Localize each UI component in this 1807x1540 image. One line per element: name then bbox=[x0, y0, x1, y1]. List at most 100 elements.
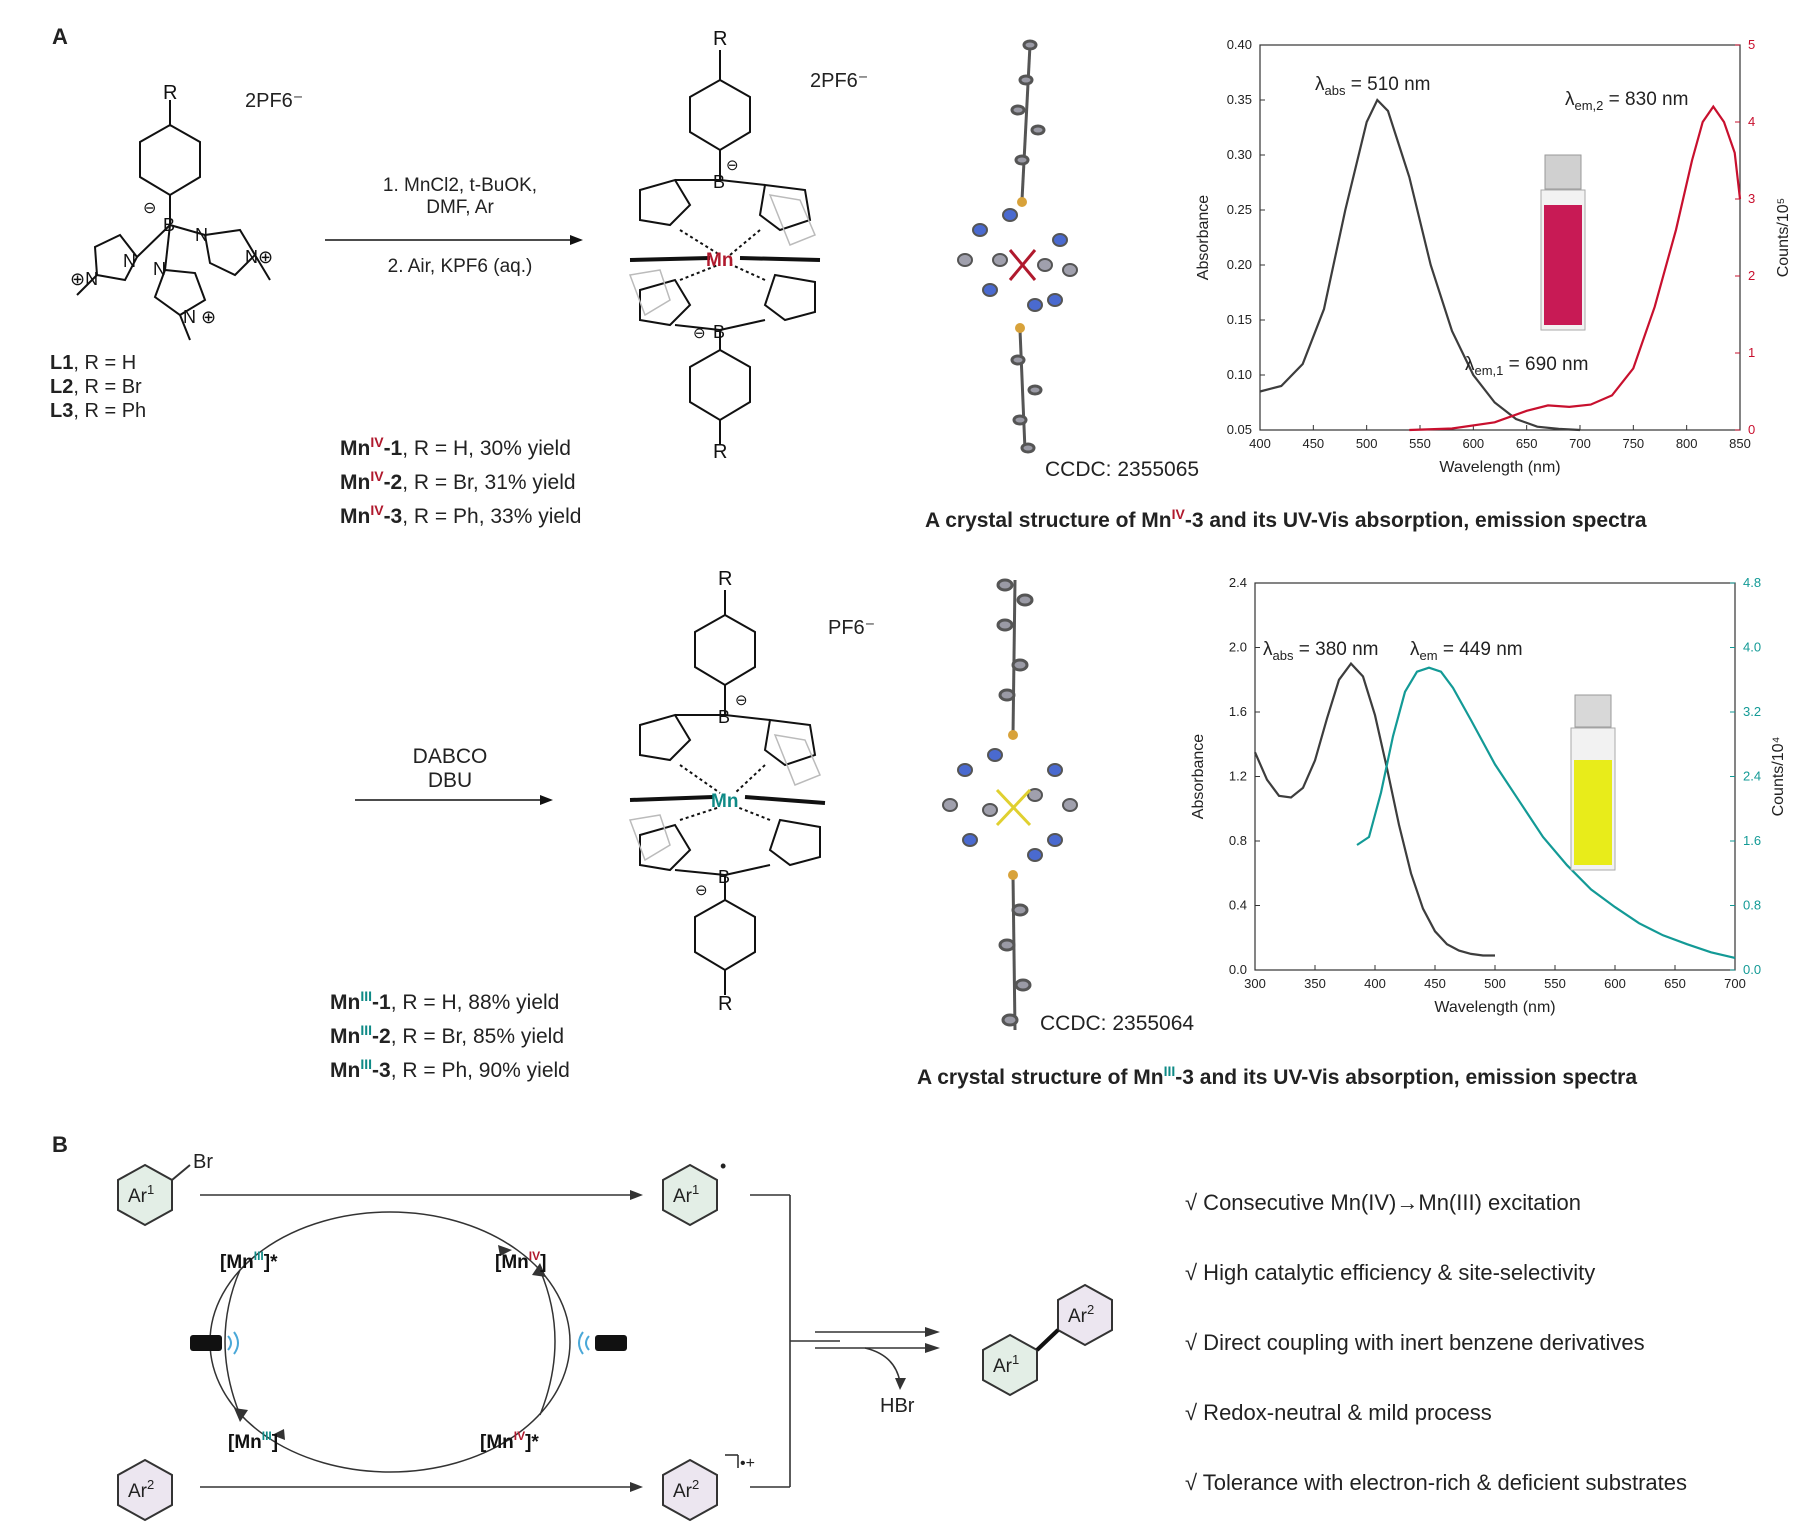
y-tick-label: 0.10 bbox=[1227, 367, 1252, 382]
ccdc-bottom: CCDC: 2355064 bbox=[1040, 1012, 1195, 1035]
peak-annotation: λem,2 = 830 nm bbox=[1565, 89, 1688, 113]
x-tick-label: 550 bbox=[1409, 436, 1431, 451]
peak-annotation: λabs = 510 nm bbox=[1315, 74, 1431, 98]
feature-item: √ High catalytic efficiency & site-selec… bbox=[1185, 1260, 1596, 1285]
y-right-tick-label: 2 bbox=[1748, 268, 1755, 283]
mn4-product-1: MnIV-1, R = H, 30% yield bbox=[340, 434, 571, 460]
svg-text:R: R bbox=[713, 28, 727, 50]
y-right-tick-label: 2.4 bbox=[1743, 769, 1761, 784]
mn3-star-label: [MnIII]* bbox=[220, 1249, 278, 1273]
features-list: √ Consecutive Mn(IV)→Mn(III) excitation … bbox=[1185, 1190, 1687, 1540]
vial-red-image bbox=[1540, 154, 1586, 331]
x-tick-label: 350 bbox=[1304, 976, 1326, 991]
x-tick-label: 850 bbox=[1729, 436, 1751, 451]
absorption-line bbox=[1253, 661, 1495, 957]
caption-top: A crystal structure of MnIV-3 and its UV… bbox=[925, 506, 1647, 532]
mn4-complex-structure: R B ⊖ B ⊖ R Mn bbox=[628, 28, 821, 463]
y-tick-label: 2.4 bbox=[1229, 575, 1247, 590]
y-right-tick-label: 3.2 bbox=[1743, 704, 1761, 719]
mn4-product-3: MnIV-3, R = Ph, 33% yield bbox=[340, 502, 582, 528]
arrow2-conditions: DABCO DBU bbox=[412, 745, 488, 792]
y-right-tick-label: 4 bbox=[1748, 114, 1755, 129]
emission-line bbox=[1409, 104, 1742, 432]
reaction-arrow-1 bbox=[325, 235, 583, 245]
feature-item: √ Redox-neutral & mild process bbox=[1185, 1400, 1492, 1425]
ligand-counterion: 2PF6⁻ bbox=[245, 90, 304, 112]
svg-text:⊖: ⊖ bbox=[695, 882, 708, 899]
x-tick-label: 500 bbox=[1484, 976, 1506, 991]
y-right-axis-label: Counts/10⁵ bbox=[1775, 198, 1792, 278]
panel-label-b: B bbox=[52, 1132, 68, 1157]
x-tick-label: 600 bbox=[1604, 976, 1626, 991]
svg-text:N⊕: N⊕ bbox=[245, 247, 273, 267]
mn4-counterion: 2PF6⁻ bbox=[810, 70, 869, 92]
br-label: Br bbox=[193, 1151, 213, 1173]
vial-yellow-image bbox=[1570, 694, 1616, 871]
svg-text:Mn: Mn bbox=[711, 791, 738, 812]
y-tick-label: 0.4 bbox=[1229, 898, 1247, 913]
ligand-label-l3: L3, R = Ph bbox=[50, 400, 147, 422]
y-tick-label: 2.0 bbox=[1229, 640, 1247, 655]
y-right-tick-label: 1 bbox=[1748, 345, 1755, 360]
x-axis-label: Wavelength (nm) bbox=[1434, 999, 1555, 1016]
y-tick-label: 0.40 bbox=[1227, 37, 1252, 52]
arrow1-conditions-top: 1. MnCl2, t-BuOK, DMF, Ar bbox=[382, 175, 538, 218]
x-axis-label: Wavelength (nm) bbox=[1439, 459, 1560, 476]
y-right-tick-label: 0.8 bbox=[1743, 898, 1761, 913]
y-right-tick-label: 0.0 bbox=[1743, 962, 1761, 977]
svg-text:B: B bbox=[718, 707, 730, 727]
plot-frame bbox=[1259, 44, 1741, 431]
svg-text:R: R bbox=[718, 993, 732, 1015]
svg-text:⊖: ⊖ bbox=[693, 325, 706, 342]
y-right-tick-label: 5 bbox=[1748, 37, 1755, 52]
mn3-counterion: PF6⁻ bbox=[828, 617, 876, 639]
svg-text:•+: •+ bbox=[740, 1455, 755, 1472]
svg-text:Mn: Mn bbox=[706, 250, 733, 271]
svg-text:R: R bbox=[718, 568, 732, 590]
mn3-complex-structure: R B ⊖ B ⊖ R Mn bbox=[628, 568, 826, 1015]
y-tick-label: 0.0 bbox=[1229, 962, 1247, 977]
svg-text:R: R bbox=[163, 82, 177, 104]
svg-text:B: B bbox=[713, 322, 725, 342]
ligand-structure: R B ⊖ N N ⊕N N N⊕ N ⊕ bbox=[70, 82, 273, 341]
svg-text:N: N bbox=[195, 225, 208, 245]
light-source-icon-right bbox=[578, 1331, 627, 1355]
mn4-star-label: [MnIV]* bbox=[480, 1429, 539, 1453]
x-tick-label: 750 bbox=[1622, 436, 1644, 451]
ligand-label-l1: L1, R = H bbox=[50, 352, 137, 374]
y-axis-label: Absorbance bbox=[1190, 734, 1207, 819]
x-tick-label: 600 bbox=[1462, 436, 1484, 451]
crystal-structure-mn4 bbox=[957, 39, 1078, 454]
y-tick-label: 0.05 bbox=[1227, 422, 1252, 437]
mn4-label: [MnIV] bbox=[495, 1249, 546, 1273]
y-tick-label: 0.15 bbox=[1227, 312, 1252, 327]
arrow1-conditions-bottom: 2. Air, KPF6 (aq.) bbox=[387, 256, 533, 277]
x-tick-label: 650 bbox=[1664, 976, 1686, 991]
x-tick-label: 450 bbox=[1424, 976, 1446, 991]
svg-text:B: B bbox=[713, 172, 725, 192]
svg-text:N: N bbox=[153, 259, 166, 279]
x-tick-label: 400 bbox=[1364, 976, 1386, 991]
svg-text:N ⊕: N ⊕ bbox=[183, 307, 216, 327]
y-right-tick-label: 3 bbox=[1748, 191, 1755, 206]
y-tick-label: 0.20 bbox=[1227, 257, 1252, 272]
mn3-product-1: MnIII-1, R = H, 88% yield bbox=[330, 988, 560, 1014]
x-tick-label: 700 bbox=[1724, 976, 1746, 991]
y-tick-label: 0.8 bbox=[1229, 833, 1247, 848]
catalytic-cycle-scheme: Br Ar1 Ar1 • Ar2 Ar2 •+ [MnIII]* [MnIV] … bbox=[117, 1151, 1113, 1522]
x-tick-label: 550 bbox=[1544, 976, 1566, 991]
peak-annotation: λabs = 380 nm bbox=[1263, 639, 1379, 663]
feature-item: √ Tolerance with electron-rich & deficie… bbox=[1185, 1470, 1688, 1495]
y-right-tick-label: 1.6 bbox=[1743, 833, 1761, 848]
svg-text:B: B bbox=[163, 215, 175, 235]
y-axis-label: Absorbance bbox=[1195, 195, 1212, 280]
x-tick-label: 650 bbox=[1516, 436, 1538, 451]
x-tick-label: 500 bbox=[1356, 436, 1378, 451]
ccdc-top: CCDC: 2355065 bbox=[1045, 458, 1200, 481]
svg-text:B: B bbox=[718, 867, 730, 887]
emission-line bbox=[1356, 666, 1736, 959]
light-source-icon-left bbox=[190, 1331, 239, 1355]
y-tick-label: 0.35 bbox=[1227, 92, 1252, 107]
x-tick-label: 300 bbox=[1244, 976, 1266, 991]
